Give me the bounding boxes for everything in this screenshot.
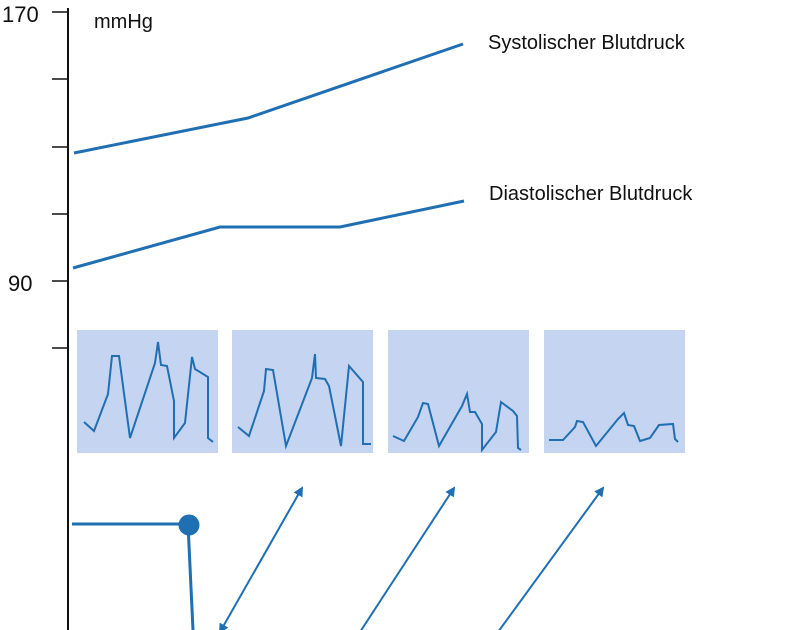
y-axis-ticks [52, 11, 68, 349]
arrow-2 [360, 486, 456, 630]
arrow-3 [498, 486, 605, 630]
waveform-panel-4 [544, 330, 685, 453]
waveform-3 [392, 390, 522, 453]
pointer-indicator [72, 514, 200, 630]
waveform-panel-2 [232, 330, 373, 453]
arrow-1 [219, 486, 303, 630]
waveform-2 [237, 353, 371, 450]
tick-label-90: 90 [8, 271, 32, 296]
waveform-panel-1 [77, 330, 218, 453]
pointer-vertical-line [186, 523, 195, 630]
waveform-panel-3 [388, 330, 529, 453]
pointer-knob [178, 514, 200, 536]
systolic-label: Systolischer Blutdruck [488, 32, 686, 54]
systolic-curve [73, 42, 464, 155]
unit-label: mmHg [94, 11, 153, 33]
waveform-4 [549, 411, 679, 448]
diastolic-curve [72, 199, 465, 270]
waveform-1 [83, 341, 214, 443]
diastolic-label: Diastolischer Blutdruck [489, 183, 693, 205]
tick-label-170: 170 [2, 2, 39, 27]
